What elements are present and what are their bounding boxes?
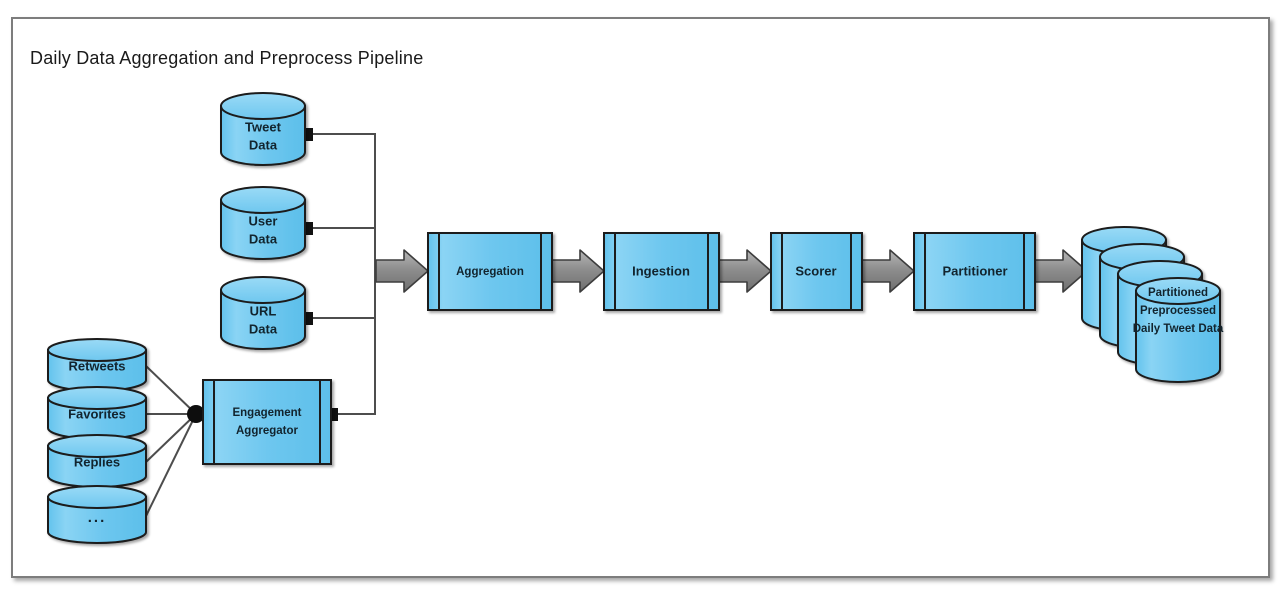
cylinder-tweet-data-label-1: Tweet — [245, 119, 282, 134]
cylinder-retweets-label: Retweets — [68, 358, 125, 373]
cylinder-tweet-data[interactable] — [220, 92, 306, 166]
arrow-ingestion-to-scorer — [718, 249, 772, 293]
cylinder-more[interactable] — [47, 485, 147, 544]
component-partitioner[interactable] — [913, 232, 1036, 311]
component-aggregation[interactable] — [427, 232, 553, 311]
component-scorer-label: Scorer — [795, 263, 836, 278]
arrow-bus-to-aggregation — [375, 249, 429, 293]
cylinder-stack-output-label-2: Preprocessed — [1140, 305, 1216, 317]
cylinder-url-data-label-2: Data — [249, 321, 278, 336]
cylinder-user-data-label-2: Data — [249, 231, 278, 246]
connector-ports — [300, 128, 338, 421]
arrow-aggregation-to-ingestion — [551, 249, 605, 293]
cylinder-stack-partitioned-output[interactable] — [1081, 226, 1221, 383]
component-scorer[interactable] — [770, 232, 863, 311]
cylinder-stack-output-label-1: Partitioned — [1148, 287, 1208, 299]
component-engagement-aggregator-label-1: Engagement — [232, 407, 301, 419]
cylinder-user-data[interactable] — [220, 186, 306, 260]
component-ingestion[interactable] — [603, 232, 720, 311]
arrow-partitioner-to-output — [1034, 249, 1088, 293]
engagement-junction — [187, 405, 205, 423]
cylinder-user-data-label-1: User — [249, 213, 278, 228]
cylinder-stack-output-label-3: Daily Tweet Data — [1133, 323, 1224, 335]
cylinder-replies-label: Replies — [74, 454, 120, 469]
pipeline-arrows — [375, 249, 1088, 293]
cylinder-url-data-label-1: URL — [250, 303, 277, 318]
cylinder-url-data[interactable] — [220, 276, 306, 350]
page-title: Daily Data Aggregation and Preprocess Pi… — [30, 48, 424, 68]
cylinder-more-label: ... — [88, 509, 107, 526]
cylinder-favorites[interactable] — [47, 386, 147, 440]
component-engagement-aggregator[interactable] — [202, 379, 332, 465]
component-ingestion-label: Ingestion — [632, 263, 690, 278]
component-partitioner-label: Partitioner — [942, 263, 1007, 278]
component-engagement-aggregator-label-2: Aggregator — [236, 425, 299, 437]
arrow-scorer-to-partitioner — [861, 249, 915, 293]
engagement-fan-in — [145, 365, 197, 517]
cylinder-tweet-data-label-2: Data — [249, 137, 278, 152]
cylinder-replies[interactable] — [47, 434, 147, 488]
merge-bus — [306, 133, 376, 415]
component-aggregation-label: Aggregation — [456, 266, 524, 278]
cylinder-favorites-label: Favorites — [68, 406, 126, 421]
